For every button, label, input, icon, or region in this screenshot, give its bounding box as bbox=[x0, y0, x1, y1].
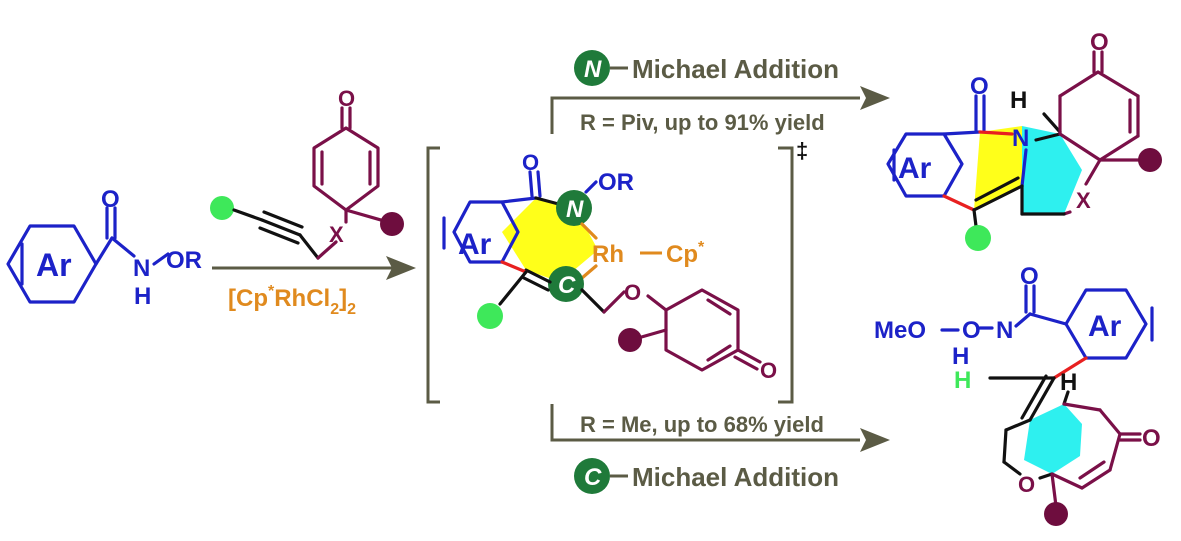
bottom-product-nitrogen: N bbox=[996, 317, 1013, 344]
bottom-product-aryl-label: Ar bbox=[1088, 310, 1122, 343]
top-arrow-line bbox=[550, 96, 860, 134]
top-product-aryl-label: Ar bbox=[898, 152, 932, 185]
top-product-green-substituent bbox=[965, 225, 991, 251]
bottom-badge-letter: C bbox=[584, 464, 602, 491]
top-product-ketone-oxygen: O bbox=[1090, 29, 1109, 56]
bottom-product-ketone-oxygen: O bbox=[1142, 425, 1161, 452]
bottom-product-ring-oxygen: O bbox=[1018, 472, 1035, 497]
top-product-carbonyl-oxygen: O bbox=[970, 73, 989, 100]
top-path-title: Michael Addition bbox=[632, 54, 839, 84]
bottom-product-methyl-dot bbox=[1044, 502, 1068, 526]
intermediate-ketone-oxygen: O bbox=[760, 358, 777, 383]
c-atom: C bbox=[558, 272, 576, 299]
transition-state-bracket: ‡ bbox=[426, 138, 808, 404]
bottom-product-carbonyl-oxygen: O bbox=[1020, 263, 1039, 290]
intermediate-aryl-label: Ar bbox=[458, 228, 492, 261]
bottom-arrow-line bbox=[550, 404, 860, 442]
c-badge bbox=[548, 266, 584, 302]
top-product-h: H bbox=[1010, 87, 1027, 114]
top-product-methyl-dot bbox=[1138, 148, 1162, 172]
n-atom: N bbox=[566, 196, 584, 223]
dienone-oxygen: O bbox=[338, 86, 355, 111]
bottom-product: Ar O N MeO O H H O H O bbox=[874, 263, 1161, 526]
bottom-path-condition: R = Me, up to 68% yield bbox=[580, 412, 824, 437]
dienone-ring bbox=[312, 126, 380, 212]
rhodacycle-intermediate: Ar O N OR Rh Cp* C O O bbox=[442, 150, 777, 383]
bottom-path-title: Michael Addition bbox=[632, 462, 839, 492]
bottom-product-o-link: O bbox=[962, 317, 981, 344]
rh-atom: Rh bbox=[592, 241, 624, 268]
top-pathway: N Michael Addition R = Piv, up to 91% yi… bbox=[550, 50, 890, 135]
bottom-product-ring-h: H bbox=[1060, 369, 1077, 396]
bottom-product-nh: H bbox=[952, 343, 969, 370]
top-product-linker-x: X bbox=[1076, 188, 1091, 213]
vinyl-hydrogen: H bbox=[954, 367, 971, 394]
n-badge bbox=[556, 190, 592, 226]
aryl-label: Ar bbox=[36, 247, 72, 283]
top-path-condition: R = Piv, up to 91% yield bbox=[580, 110, 825, 135]
intermediate-methyl-dot bbox=[618, 328, 642, 352]
amide-nitrogen: N bbox=[133, 255, 150, 282]
ether-oxygen: O bbox=[624, 280, 641, 305]
intermediate-dienone bbox=[664, 288, 740, 372]
linker-x: X bbox=[329, 222, 344, 247]
carbonyl-oxygen: O bbox=[101, 186, 120, 213]
starting-benzamide: Ar O N H OR bbox=[6, 186, 202, 310]
amide-hydrogen: H bbox=[134, 283, 151, 310]
cp-ligand: Cp* bbox=[666, 239, 705, 268]
benzene-ring bbox=[6, 224, 98, 304]
intermediate-or: OR bbox=[598, 169, 634, 196]
methyl-dot bbox=[380, 212, 404, 236]
double-dagger: ‡ bbox=[796, 138, 808, 163]
bottom-pathway: R = Me, up to 68% yield C Michael Additi… bbox=[550, 404, 890, 494]
bottom-arrowhead bbox=[860, 428, 890, 452]
catalyst-label: [Cp*RhCl2]2 bbox=[228, 283, 356, 318]
top-path-badge bbox=[574, 50, 610, 86]
intermediate-carbonyl-oxygen: O bbox=[522, 150, 539, 175]
top-yellow-ring bbox=[974, 126, 1022, 210]
alkyne-dienone-reagent: X O bbox=[210, 86, 404, 260]
top-badge-letter: N bbox=[584, 56, 602, 83]
top-product: Ar O N H O X bbox=[886, 29, 1162, 251]
top-cyan-ring bbox=[1022, 126, 1082, 214]
top-arrowhead bbox=[860, 86, 890, 110]
bottom-path-badge bbox=[574, 458, 610, 494]
intermediate-green-substituent bbox=[477, 303, 503, 329]
or-group: OR bbox=[166, 247, 202, 274]
top-product-nitrogen: N bbox=[1012, 125, 1029, 152]
green-substituent bbox=[210, 196, 234, 220]
bottom-cyan-ring bbox=[1024, 404, 1082, 474]
main-reaction-arrow bbox=[212, 256, 416, 280]
methoxy-group: MeO bbox=[874, 317, 926, 344]
